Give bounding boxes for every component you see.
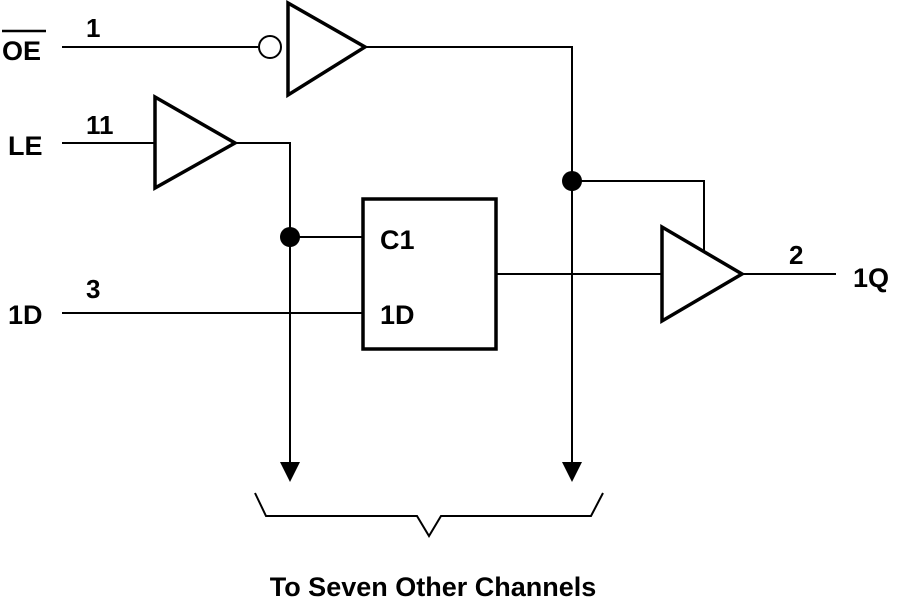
inversion-bubble-icon <box>258 35 282 59</box>
le-pin-number: 11 <box>86 110 114 140</box>
q-output-label: 1Q <box>853 263 889 293</box>
d-input-label: 1D <box>8 300 43 330</box>
oe-label: OE <box>2 36 41 66</box>
latch-box <box>361 197 498 351</box>
output-buffer-icon <box>660 223 746 325</box>
le-label: LE <box>8 131 43 161</box>
footer-caption: To Seven Other Channels <box>270 572 597 601</box>
le-buffer-icon <box>153 93 239 191</box>
oe-buffer-icon <box>286 0 369 99</box>
down-arrow-icon <box>280 462 300 482</box>
oe-pin-number: 1 <box>86 13 100 43</box>
channels-brace <box>254 492 604 538</box>
latch-data-label: 1D <box>380 300 415 330</box>
q-pin-number: 2 <box>789 240 803 270</box>
output-enable-wire <box>572 180 705 251</box>
d-pin-number: 3 <box>86 274 100 304</box>
le-clock-wire <box>235 142 291 470</box>
down-arrow-icon <box>562 462 582 482</box>
latch-clock-label: C1 <box>380 225 415 255</box>
oe-enable-wire <box>365 46 573 470</box>
